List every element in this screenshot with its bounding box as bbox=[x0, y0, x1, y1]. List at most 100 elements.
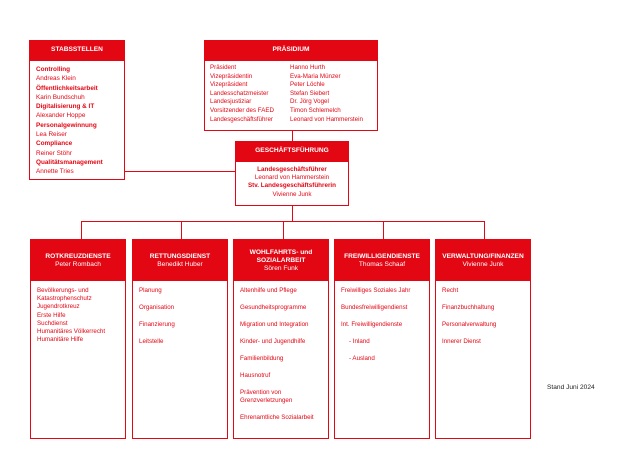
department-title: WOHLFAHRTS- und SOZIALARBEIT bbox=[249, 248, 313, 264]
department-item: Familienbildung bbox=[240, 355, 284, 362]
connector-departments-horizontal bbox=[81, 221, 484, 222]
praesidium-role: Landesjustiziar bbox=[210, 98, 252, 106]
praesidium-role: Vizepräsident bbox=[210, 81, 248, 89]
department-item: Jugendrotkreuz bbox=[37, 303, 80, 311]
department-head: Peter Rombach bbox=[55, 260, 101, 268]
department-title: RETTUNGSDIENST bbox=[149, 252, 211, 260]
geschaeftsfuehrung-box: GESCHÄFTSFÜHRUNG Landesgeschäftsführer L… bbox=[235, 141, 349, 206]
praesidium-title: PRÄSIDIUM bbox=[205, 41, 377, 61]
stabsstelle-area: Compliance bbox=[36, 140, 73, 148]
connector-praesidium-vertical bbox=[292, 130, 293, 142]
department-item: Gesundheitsprogramme bbox=[240, 304, 307, 311]
stabsstelle-area: Personalgewinnung bbox=[36, 121, 97, 129]
department-item: Migration und Integration bbox=[240, 321, 309, 328]
department-head: Sören Funk bbox=[263, 264, 299, 272]
stabsstelle-area: Öffentlichkeitsarbeit bbox=[36, 84, 98, 92]
praesidium-role: Landesschatzmeister bbox=[210, 89, 269, 97]
praesidium-name: Timon Schlemelch bbox=[290, 106, 341, 114]
praesidium-name: Dr. Jörg Vogel bbox=[290, 98, 329, 106]
stabsstelle-person: Reiner Stöhr bbox=[36, 149, 72, 157]
stabsstelle-person: Lea Reiser bbox=[36, 131, 67, 139]
praesidium-role: Vizepräsidentin bbox=[210, 72, 253, 80]
department-item: - Ausland bbox=[349, 355, 375, 362]
department-item: Erste Hilfe bbox=[37, 311, 66, 319]
department-item: Kinder- und Jugendhilfe bbox=[240, 338, 306, 345]
connector-dept-5 bbox=[484, 221, 485, 239]
praesidium-role: Präsident bbox=[210, 64, 237, 71]
stabsstelle-area: Qualitätsmanagement bbox=[36, 158, 103, 166]
department-item: Finanzierung bbox=[139, 321, 175, 328]
department-head: Benedikt Huber bbox=[157, 260, 203, 268]
department-item: Humanitäre Hilfe bbox=[37, 336, 84, 344]
stabsstelle-person: Alexander Hoppe bbox=[36, 112, 86, 120]
department-item: Int. Freiwilligendienste bbox=[341, 321, 403, 328]
connector-dept-4 bbox=[383, 221, 384, 239]
connector-dept-1 bbox=[81, 221, 82, 239]
department-title: VERWALTUNG/FINANZEN bbox=[442, 252, 524, 260]
praesidium-role: Vorsitzender des FAED bbox=[210, 106, 274, 114]
connector-dept-3 bbox=[283, 221, 284, 239]
gf-name-1: Leonard von Hammerstein bbox=[254, 174, 330, 182]
praesidium-name: Peter Löchle bbox=[290, 81, 325, 89]
department-item: Finanzbuchhaltung bbox=[442, 304, 495, 311]
gf-role-2: Stv. Landesgeschäftsführerin bbox=[247, 182, 337, 190]
praesidium-name: Hanno Hurth bbox=[290, 64, 326, 71]
stand-date: Stand Juni 2024 bbox=[547, 384, 595, 391]
gf-role-1: Landesgeschäftsführer bbox=[257, 166, 327, 173]
praesidium-name: Eva-Maria Münzer bbox=[290, 72, 341, 80]
department-item: Innerer Dienst bbox=[442, 338, 481, 345]
department-title: FREIWILLIGENDIENSTE bbox=[344, 252, 420, 260]
connector-stabs-horizontal bbox=[124, 171, 292, 172]
gf-name-2: Vivienne Junk bbox=[272, 190, 312, 198]
department-title: ROTKREUZDIENSTE bbox=[45, 252, 111, 260]
geschaeftsfuehrung-title: GESCHÄFTSFÜHRUNG bbox=[236, 142, 348, 162]
department-item: Prävention von Grenzverletzungen bbox=[240, 389, 293, 404]
stabsstelle-person: Annette Tries bbox=[36, 168, 74, 176]
department-item: Recht bbox=[442, 287, 459, 294]
department-item: Altenhilfe und Pflege bbox=[240, 287, 297, 294]
department-item: Suchdienst bbox=[37, 319, 68, 327]
stabsstelle-area: Controlling bbox=[36, 66, 71, 73]
department-item: - Inland bbox=[349, 338, 370, 345]
department-item: Humanitäres Völkerrecht bbox=[37, 328, 106, 336]
department-item: Planung bbox=[139, 287, 162, 294]
praesidium-role: Landesgeschäftsführer bbox=[210, 115, 273, 123]
department-item: Personalverwaltung bbox=[442, 321, 497, 328]
stabsstellen-title: STABSSTELLEN bbox=[30, 41, 124, 61]
stabsstelle-person: Andreas Klein bbox=[36, 75, 76, 83]
department-item: Ehrenamtliche Sozialarbeit bbox=[240, 414, 314, 421]
department-item: Leitstelle bbox=[139, 338, 164, 345]
department-item: Bevölkerungs- und Katastrophenschutz bbox=[37, 287, 92, 303]
connector-gf-vertical bbox=[292, 206, 293, 221]
department-item: Freiwilliges Soziales Jahr bbox=[341, 287, 411, 294]
department-head: Thomas Schaaf bbox=[358, 260, 406, 268]
department-head: Vivienne Junk bbox=[462, 260, 504, 268]
praesidium-name: Leonard von Hammerstein bbox=[290, 115, 363, 123]
connector-dept-2 bbox=[181, 221, 182, 239]
department-item: Hausnotruf bbox=[240, 372, 271, 379]
praesidium-name: Stefan Siebert bbox=[290, 89, 330, 97]
stabsstelle-person: Karin Bundschuh bbox=[36, 93, 85, 101]
department-item: Organisation bbox=[139, 304, 175, 311]
stabsstelle-area: Digitalisierung & IT bbox=[36, 103, 95, 111]
department-item: Bundesfreiwilligendienst bbox=[341, 304, 408, 311]
